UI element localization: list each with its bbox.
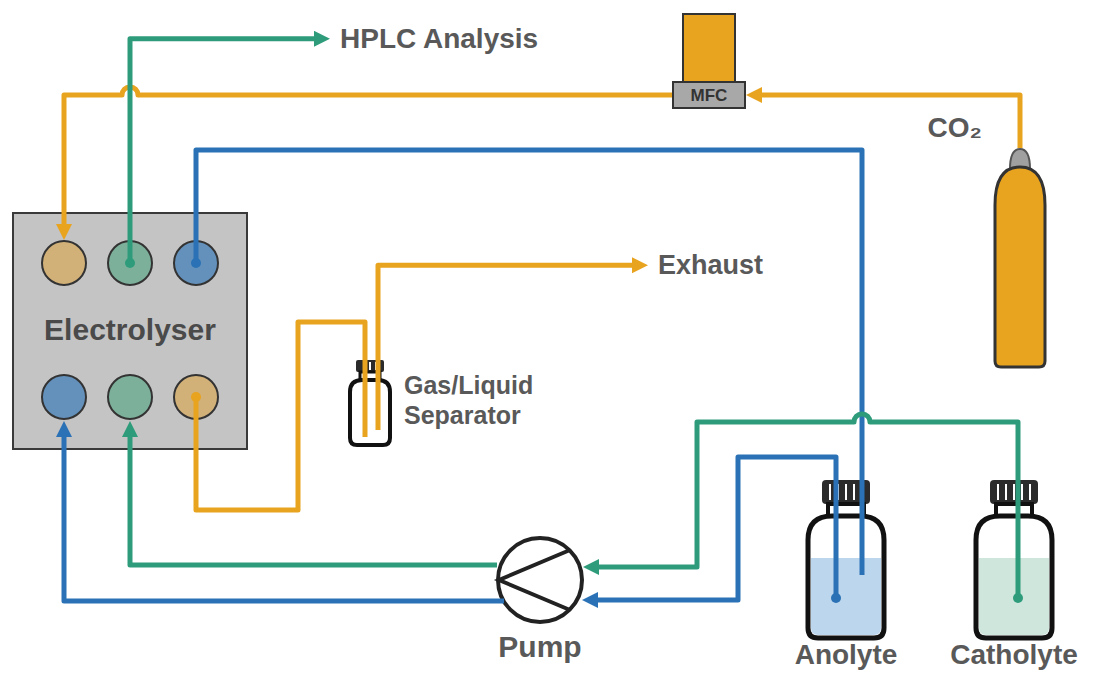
flow-line [64, 87, 672, 230]
separator-bottle-art [342, 358, 398, 448]
node-label: Pump [460, 629, 620, 665]
gas-cylinder-art [990, 145, 1050, 370]
electrolyser-box: Electrolyser [12, 212, 248, 450]
catholyte-bottle: Catholyte [966, 478, 1062, 640]
flow-line [130, 431, 497, 565]
tube-end-dot [1013, 593, 1023, 603]
node-label: Anolyte [766, 638, 926, 672]
endpoint-label: HPLC Analysis [340, 22, 538, 56]
node-label: Gas/Liquid Separator [404, 370, 579, 430]
flow-line [64, 431, 504, 601]
anolyte-bottle: Anolyte [798, 478, 894, 640]
node-label: CO₂ [904, 111, 982, 145]
separator-bottle: Gas/Liquid Separator [342, 358, 398, 448]
node-label: Exhaust [658, 249, 763, 281]
pump-symbol-art [495, 535, 585, 625]
node-label: Catholyte [934, 638, 1094, 672]
mass-flow-controller: MFC [672, 12, 746, 109]
pump-symbol: Pump [495, 535, 585, 625]
flow-line [756, 95, 1020, 148]
node-label: Electrolyser [12, 312, 248, 348]
flow-line [196, 150, 862, 575]
gas-cylinder: CO₂ [990, 145, 1050, 370]
tube-end-dot [831, 593, 841, 603]
catholyte-bottle-art [966, 478, 1062, 640]
anolyte-bottle-art [798, 478, 894, 640]
node-label: MFC [672, 83, 746, 109]
node-label: HPLC Analysis [340, 22, 538, 56]
endpoint-label: Exhaust [658, 249, 763, 281]
flow-line [592, 457, 836, 600]
flow-line [378, 265, 638, 430]
